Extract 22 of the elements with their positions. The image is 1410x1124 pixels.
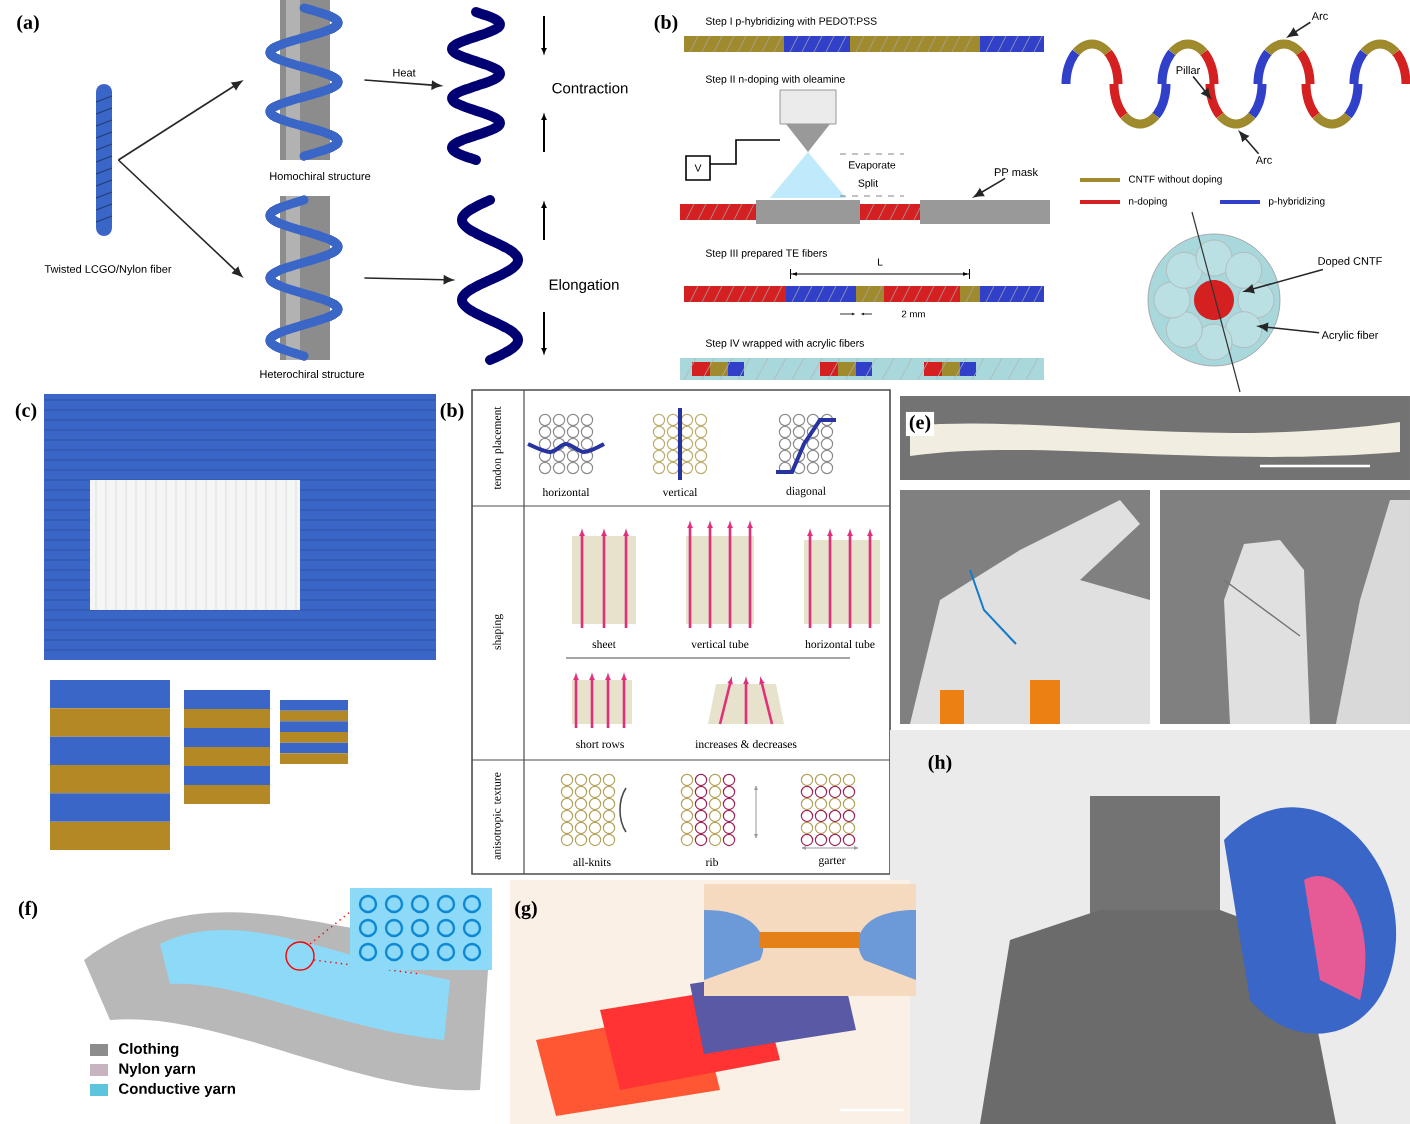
panel-letter: (f) (18, 900, 38, 920)
panel-letter: (h) (928, 754, 952, 774)
panel-letter: (a) (17, 14, 39, 34)
leader-line (973, 177, 1006, 198)
leader-line (1258, 322, 1320, 334)
arrow (363, 79, 442, 90)
leader-line (1192, 75, 1211, 99)
leader-line (1287, 21, 1312, 38)
arrow (117, 159, 243, 277)
panel-letter: (b) (440, 402, 464, 422)
arrow (363, 275, 454, 285)
helix-drawing (265, 0, 343, 161)
arrow (117, 80, 242, 161)
spring-drawing (447, 7, 505, 165)
fiber-drawing (95, 84, 113, 236)
leader-line (1244, 268, 1324, 294)
panel-letter: (g) (515, 900, 537, 920)
panel-letter: (c) (15, 402, 37, 422)
panel-letter: (b) (654, 14, 678, 34)
helix-drawing (265, 195, 343, 361)
leader-line (1239, 131, 1260, 155)
spring-drawing (457, 195, 523, 365)
